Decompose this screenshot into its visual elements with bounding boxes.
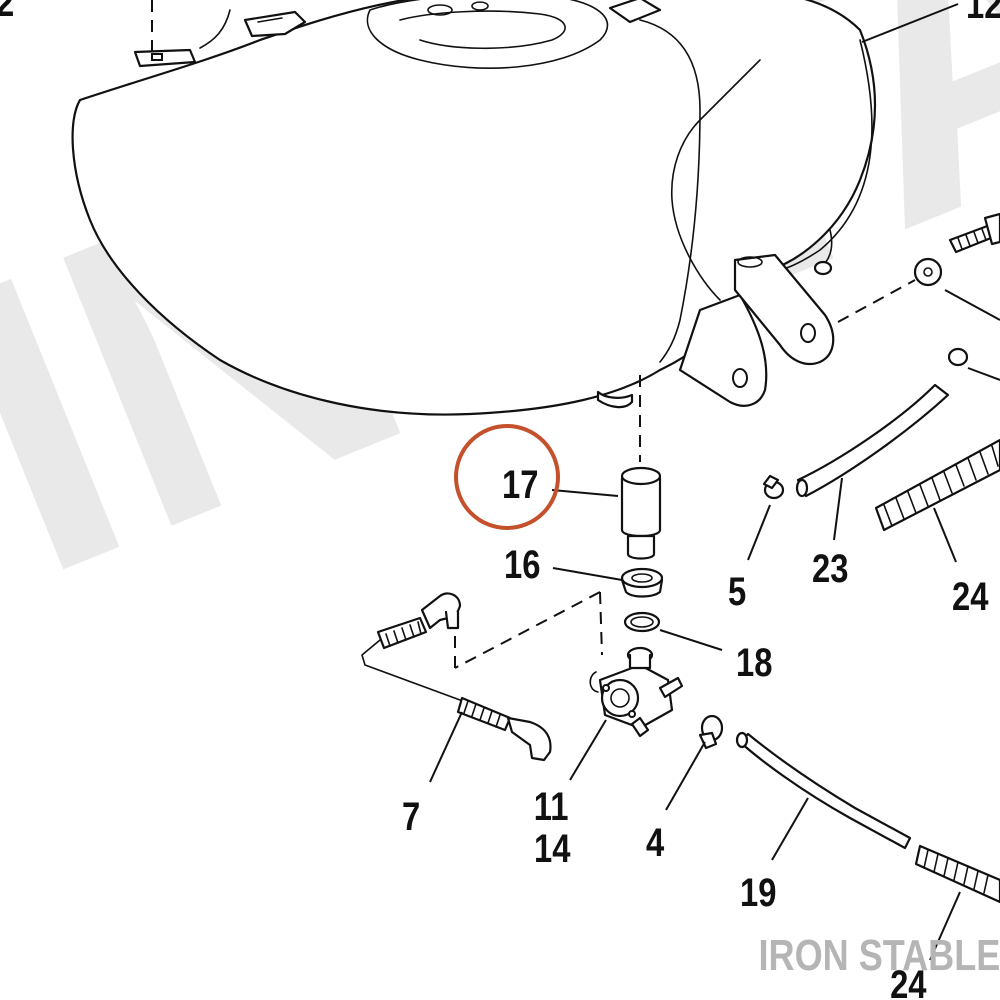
leader-lines: [151, 0, 961, 961]
guide-bracket-to-bolt: [837, 279, 916, 323]
callout-7[interactable]: 7: [402, 794, 420, 839]
callout-23[interactable]: 23: [812, 546, 848, 591]
part-24-upper-spring: [874, 438, 1000, 532]
callout-17[interactable]: 17: [502, 462, 538, 507]
leader-23: [833, 477, 843, 541]
part-24-lower-spring: [914, 844, 1000, 904]
part-5-clamp: [762, 474, 785, 500]
guide-16-to-11: [599, 591, 603, 656]
brand-watermark: IRON STABLE: [759, 931, 1000, 980]
callout-18[interactable]: 18: [736, 640, 772, 685]
leader-16: [552, 567, 623, 581]
leader-24-lower: [929, 891, 961, 961]
leader-4: [665, 741, 706, 811]
leader-19: [771, 797, 809, 861]
callout-14[interactable]: 14: [534, 826, 571, 871]
leader-18: [659, 629, 723, 651]
part-17-filter: [620, 466, 662, 560]
leader-24-upper: [933, 507, 957, 563]
leader-17: [551, 489, 619, 497]
part-18-oring: [623, 611, 661, 633]
guide-11-to-7: [454, 591, 601, 669]
part-19-hose: [735, 731, 912, 850]
callout-11[interactable]: 11: [534, 784, 569, 829]
part-7-vacuum-line: [361, 592, 552, 762]
callout-4[interactable]: 4: [646, 820, 665, 865]
callout-5[interactable]: 5: [728, 569, 746, 614]
right-edge-hardware: [913, 212, 1000, 381]
callout-2-edge[interactable]: 2: [0, 0, 14, 25]
highlight-ring-17: [454, 424, 560, 530]
leader-12: [861, 3, 959, 43]
callout-12-edge[interactable]: 12: [966, 0, 1000, 27]
leader-5: [747, 504, 771, 561]
callout-16[interactable]: 16: [504, 542, 540, 587]
callout-19[interactable]: 19: [740, 870, 776, 915]
part-23-hose: [795, 383, 950, 498]
callout-24-upper[interactable]: 24: [952, 574, 989, 619]
part-11-petcock: [589, 646, 684, 738]
leader-11: [569, 719, 607, 781]
leader-7: [429, 711, 463, 783]
part-16-nut: [620, 567, 664, 598]
callout-24-lower[interactable]: 24: [890, 962, 927, 1000]
fuel-tank: [71, 0, 877, 416]
